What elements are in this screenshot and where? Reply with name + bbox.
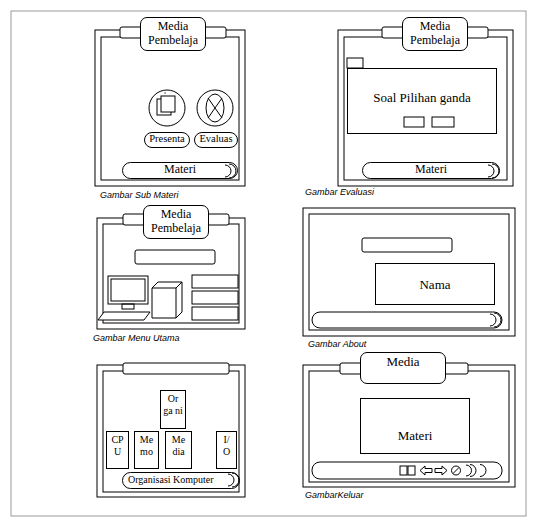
figure-caption: Gambar Sub Materi bbox=[100, 190, 179, 200]
node-text: Me dia bbox=[168, 434, 189, 457]
node-text: Materi bbox=[363, 429, 467, 444]
header-tab: Media Pembelaja bbox=[402, 17, 468, 51]
topic-box: CP U bbox=[106, 431, 129, 469]
monitor-stand bbox=[122, 304, 134, 309]
header-tab: Media Pembelaja bbox=[140, 17, 206, 51]
node-text: Media Pembelaja bbox=[143, 20, 203, 48]
node-text: Nama bbox=[378, 278, 492, 293]
topic-box: Me mo bbox=[134, 431, 159, 469]
nav-band bbox=[312, 462, 502, 479]
title-bar bbox=[135, 250, 215, 264]
screen-inner-frame bbox=[344, 37, 507, 180]
nav-band: Materi bbox=[362, 162, 500, 179]
menu-pill: Evaluas bbox=[194, 132, 238, 148]
next-icon bbox=[490, 313, 501, 327]
nav-band bbox=[312, 312, 502, 328]
answer-button bbox=[404, 117, 424, 127]
node-text: Presenta bbox=[147, 133, 187, 145]
menu-pill: Presenta bbox=[144, 132, 190, 148]
back-arrow bbox=[420, 466, 432, 475]
screen-inner-frame bbox=[309, 214, 509, 330]
figure-caption: Gambar Menu Utama bbox=[93, 333, 180, 343]
figure-caption: Gambar About bbox=[308, 339, 366, 349]
figure-caption: Gambar Evaluasi bbox=[305, 187, 374, 197]
monitor bbox=[108, 276, 148, 304]
question-window: Soal Pilihan ganda bbox=[347, 68, 497, 134]
menu-button bbox=[192, 291, 238, 304]
node-text: Organisasi Komputer bbox=[128, 474, 237, 486]
screen-inner-frame bbox=[101, 37, 239, 180]
evaluation-icon bbox=[208, 98, 222, 118]
answer-button bbox=[432, 117, 454, 127]
screen-frame bbox=[97, 365, 245, 497]
screen-frame bbox=[338, 30, 513, 186]
evaluation-icon bbox=[206, 94, 224, 122]
next-icon bbox=[466, 465, 486, 477]
next-icon bbox=[488, 164, 499, 178]
monitor-screen bbox=[111, 279, 145, 301]
nav-icon bbox=[400, 466, 407, 475]
node-text: Materi bbox=[125, 163, 235, 177]
pages-icon bbox=[161, 96, 175, 112]
next-icon bbox=[225, 164, 236, 178]
node-text: Media bbox=[363, 355, 443, 370]
topic-box: Or ga ni bbox=[160, 390, 186, 429]
window-tab bbox=[347, 58, 363, 68]
topic-box: Me dia bbox=[165, 431, 192, 469]
topic-box: I/ O bbox=[216, 431, 237, 469]
icon-circle bbox=[149, 90, 185, 126]
next-icon bbox=[228, 473, 239, 487]
keyboard bbox=[98, 312, 150, 320]
node-text: I/ O bbox=[219, 434, 234, 457]
content-box: Materi bbox=[360, 398, 470, 454]
header-bracket bbox=[123, 363, 229, 374]
header-tab: Media bbox=[360, 352, 446, 384]
forward-arrow bbox=[435, 466, 447, 475]
cpu-tower bbox=[152, 282, 182, 318]
node-text: Media Pembelaja bbox=[146, 208, 206, 236]
nav-icon bbox=[408, 466, 415, 475]
screen-inner-frame bbox=[309, 371, 509, 482]
pages-icon bbox=[165, 93, 166, 94]
screen-frame bbox=[95, 30, 245, 186]
title-bar bbox=[362, 238, 452, 252]
screen-frame bbox=[303, 208, 515, 336]
figure-caption: GambarKeluar bbox=[305, 490, 364, 500]
header-tab: Media Pembelaja bbox=[143, 205, 209, 239]
node-text: Materi bbox=[365, 163, 497, 177]
node-text: Media Pembelaja bbox=[405, 20, 465, 48]
nav-band: Materi bbox=[122, 162, 238, 179]
nav-band: Organisasi Komputer bbox=[122, 472, 240, 489]
node-text: Evaluas bbox=[197, 133, 235, 145]
page-border bbox=[11, 11, 526, 516]
screen-inner-frame bbox=[103, 371, 239, 492]
node-text: Soal Pilihan ganda bbox=[350, 91, 494, 106]
node-text: CP U bbox=[109, 434, 126, 457]
menu-button bbox=[192, 307, 238, 320]
about-box: Nama bbox=[375, 263, 495, 305]
icon-circle bbox=[197, 90, 233, 126]
node-text: Or ga ni bbox=[163, 393, 183, 416]
node-text: Me mo bbox=[137, 434, 156, 457]
menu-button bbox=[192, 275, 238, 288]
stop-icon bbox=[453, 468, 459, 474]
stop-icon bbox=[452, 466, 461, 475]
